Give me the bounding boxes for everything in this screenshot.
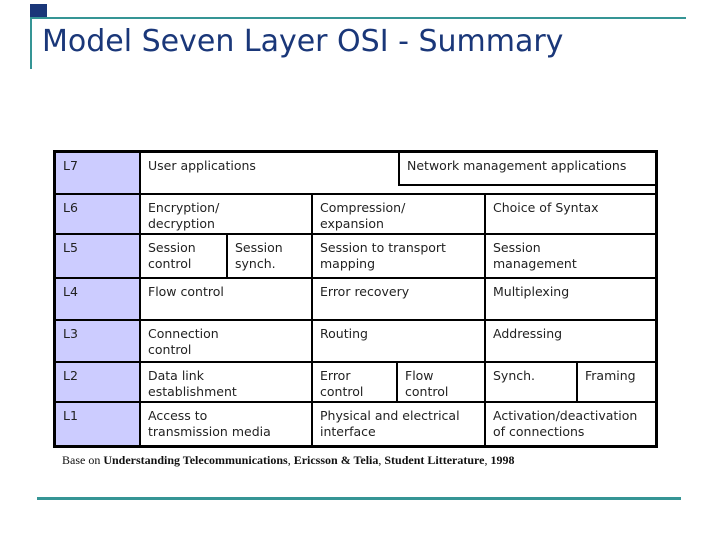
left-border-line	[30, 17, 32, 69]
function-cell: Error control	[313, 363, 398, 401]
function-cell: Routing	[313, 321, 486, 361]
function-cell: Connection control	[141, 321, 313, 361]
layer-label-cell: L6	[56, 195, 141, 233]
function-cell: Choice of Syntax	[493, 200, 599, 215]
slide-title: Model Seven Layer OSI - Summary	[42, 24, 564, 59]
inset-cell-box: Network management applications	[398, 153, 655, 186]
osi-table-rows: L7 User applications Network management ap…	[56, 153, 655, 445]
osi-table: L7 User applications Network management ap…	[53, 150, 658, 448]
function-cell: Multiplexing	[493, 284, 570, 299]
function-cell: Data link establishment	[141, 363, 313, 401]
function-cell: Flow control	[141, 279, 313, 319]
footer-segment: 1998	[490, 453, 515, 467]
layer-label-cell: L7	[56, 153, 141, 193]
footer-segment: ,	[287, 453, 294, 467]
function-cell: Session management	[493, 240, 577, 271]
function-cell: Network management applications	[398, 153, 655, 193]
footer-segment: Ericsson & Telia	[293, 453, 379, 467]
footer-segment: Student Litterature	[384, 453, 485, 467]
function-cell: Flow control	[398, 363, 486, 401]
footer-segment: ,	[484, 453, 491, 467]
function-cell: Synch.	[486, 363, 578, 401]
function-cell: Session synch.	[228, 235, 313, 277]
layer-label-cell: L3	[56, 321, 141, 361]
footer-segment: ,	[378, 453, 385, 467]
footer-citation: Base on Understanding Telecommunications…	[62, 453, 662, 468]
accent-rectangle	[30, 4, 47, 17]
layer-label-cell: L5	[56, 235, 141, 277]
function-cell: Access to transmission media	[141, 403, 313, 445]
function-cell: Compression/ expansion	[313, 195, 486, 233]
function-cell: Physical and electrical interface	[313, 403, 486, 445]
function-cell: Framing	[585, 368, 636, 383]
table-row: L7 User applications Network management ap…	[56, 153, 655, 195]
function-cell: Error recovery	[313, 279, 486, 319]
function-cell: Addressing	[493, 326, 563, 341]
function-cell: Encryption/ decryption	[141, 195, 313, 233]
top-border-line	[30, 17, 686, 19]
function-cell: Session control	[141, 235, 228, 277]
layer-label-cell: L4	[56, 279, 141, 319]
layer-label-cell: L2	[56, 363, 141, 401]
footer-segment: Understanding Telecommunications	[103, 453, 288, 467]
function-cell: Session to transport mapping	[313, 235, 486, 277]
function-cell: Activation/deactivation of connections	[493, 408, 638, 439]
layer-label-cell: L1	[56, 403, 141, 445]
function-cell: User applications	[148, 158, 256, 173]
bottom-border-line	[37, 497, 681, 500]
footer-segment: Base on	[62, 453, 104, 467]
